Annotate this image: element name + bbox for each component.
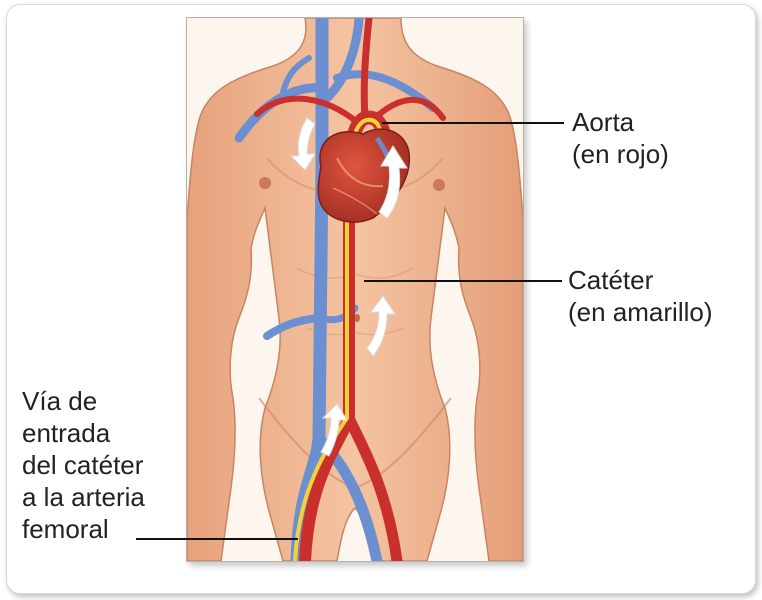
catheter-label: Catéter (en amarillo) bbox=[568, 264, 713, 328]
aorta-leader-line bbox=[382, 122, 564, 124]
entry-label-line2: entrada bbox=[22, 418, 111, 448]
flow-arrow-up-icon bbox=[320, 403, 348, 457]
torso-svg bbox=[187, 18, 523, 561]
navel bbox=[354, 314, 360, 322]
catheter-label-line2: (en amarillo) bbox=[568, 297, 713, 327]
flow-arrows bbox=[289, 117, 408, 457]
right-nipple bbox=[433, 179, 445, 191]
entry-label-line5: femoral bbox=[22, 514, 109, 544]
entry-label-line1: Vía de bbox=[22, 386, 98, 416]
entry-label-line4: a la arteria bbox=[22, 482, 145, 512]
flow-arrow-up-icon bbox=[378, 145, 408, 219]
flow-arrow-down-icon bbox=[289, 117, 316, 171]
entry-site-label: Vía de entrada del catéter a la arteria … bbox=[22, 385, 145, 545]
catheter-label-line1: Catéter bbox=[568, 265, 654, 295]
entry-label-line3: del catéter bbox=[22, 450, 144, 480]
left-nipple bbox=[259, 177, 271, 189]
aorta-label-line2: (en rojo) bbox=[572, 139, 669, 169]
flow-arrow-up-icon bbox=[366, 295, 396, 357]
catheter-leader-line bbox=[364, 280, 562, 282]
anatomy-illustration bbox=[186, 17, 524, 562]
aorta-label: Aorta (en rojo) bbox=[572, 106, 669, 170]
entry-leader-line bbox=[136, 538, 298, 540]
aorta-label-line1: Aorta bbox=[572, 107, 635, 137]
